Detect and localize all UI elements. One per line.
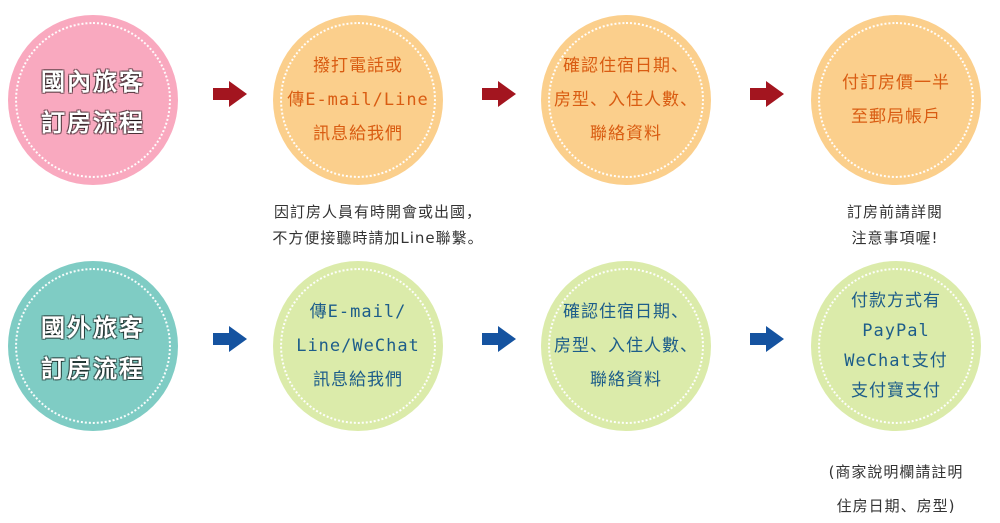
domestic-step-1-line-2: 傳E-mail/Line <box>287 89 429 110</box>
foreign-step-2-circle: 確認住宿日期、 房型、入住人數、 聯絡資料 <box>541 261 711 431</box>
domestic-title-line-2: 訂房流程 <box>41 109 145 137</box>
payment-note-line-2: 住房日期、房型) <box>836 497 956 515</box>
foreign-step-2-line-3: 聯絡資料 <box>590 369 662 390</box>
foreign-step-1-circle: 傳E-mail/ Line/WeChat 訊息給我們 <box>273 261 443 431</box>
foreign-arrow-1 <box>213 326 247 352</box>
call-note: 因訂房人員有時開會或出國， 不方便接聽時請加Line聯繫。 <box>228 199 528 251</box>
foreign-arrow-3 <box>750 326 784 352</box>
domestic-step-3-line-2: 至郵局帳戶 <box>851 106 941 127</box>
terms-note-line-1: 訂房前請詳閱 <box>846 203 943 221</box>
domestic-arrow-2 <box>482 81 516 107</box>
foreign-step-3-line-2: PayPal <box>862 320 930 341</box>
domestic-title-line-1: 國內旅客 <box>41 68 145 96</box>
foreign-title-line-1: 國外旅客 <box>41 314 145 342</box>
foreign-step-3-circle: 付款方式有 PayPal WeChat支付 支付寶支付 <box>811 261 981 431</box>
foreign-step-3-line-4: 支付寶支付 <box>850 380 941 401</box>
domestic-step-2-circle: 確認住宿日期、 房型、入住人數、 聯絡資料 <box>541 15 711 185</box>
foreign-step-3-line-3: WeChat支付 <box>844 350 948 371</box>
domestic-step-1-line-1: 撥打電話或 <box>313 55 403 76</box>
call-note-line-1: 因訂房人員有時開會或出國， <box>273 203 482 221</box>
foreign-step-1-line-2: Line/WeChat <box>296 335 420 356</box>
payment-note: (商家說明欄請註明 住房日期、房型) <box>800 455 992 523</box>
terms-note-line-2: 注意事項喔! <box>851 229 939 247</box>
foreign-step-1-line-3: 訊息給我們 <box>313 369 403 390</box>
domestic-arrow-3 <box>750 81 784 107</box>
foreign-step-1-line-1: 傳E-mail/ <box>309 301 407 322</box>
foreign-step-2-line-1: 確認住宿日期、 <box>563 301 689 322</box>
foreign-arrow-2 <box>482 326 516 352</box>
domestic-step-3-line-1: 付訂房價一半 <box>842 72 950 93</box>
payment-note-line-1: (商家說明欄請註明 <box>828 463 964 481</box>
foreign-step-2-line-2: 房型、入住人數、 <box>554 335 698 356</box>
domestic-step-1-circle: 撥打電話或 傳E-mail/Line 訊息給我們 <box>273 15 443 185</box>
domestic-step-2-line-2: 房型、入住人數、 <box>554 89 698 110</box>
foreign-step-3-line-1: 付款方式有 <box>850 290 941 311</box>
domestic-arrow-1 <box>213 81 247 107</box>
terms-note: 訂房前請詳閱 注意事項喔! <box>820 199 970 251</box>
call-note-line-2: 不方便接聽時請加Line聯繫。 <box>272 229 484 247</box>
foreign-title-circle: 國外旅客 訂房流程 <box>8 261 178 431</box>
domestic-step-2-line-3: 聯絡資料 <box>590 123 662 144</box>
domestic-step-1-line-3: 訊息給我們 <box>313 123 403 144</box>
foreign-title-line-2: 訂房流程 <box>41 355 145 383</box>
domestic-step-2-line-1: 確認住宿日期、 <box>563 55 689 76</box>
domestic-step-3-circle: 付訂房價一半 至郵局帳戶 <box>811 15 981 185</box>
domestic-title-circle: 國內旅客 訂房流程 <box>8 15 178 185</box>
